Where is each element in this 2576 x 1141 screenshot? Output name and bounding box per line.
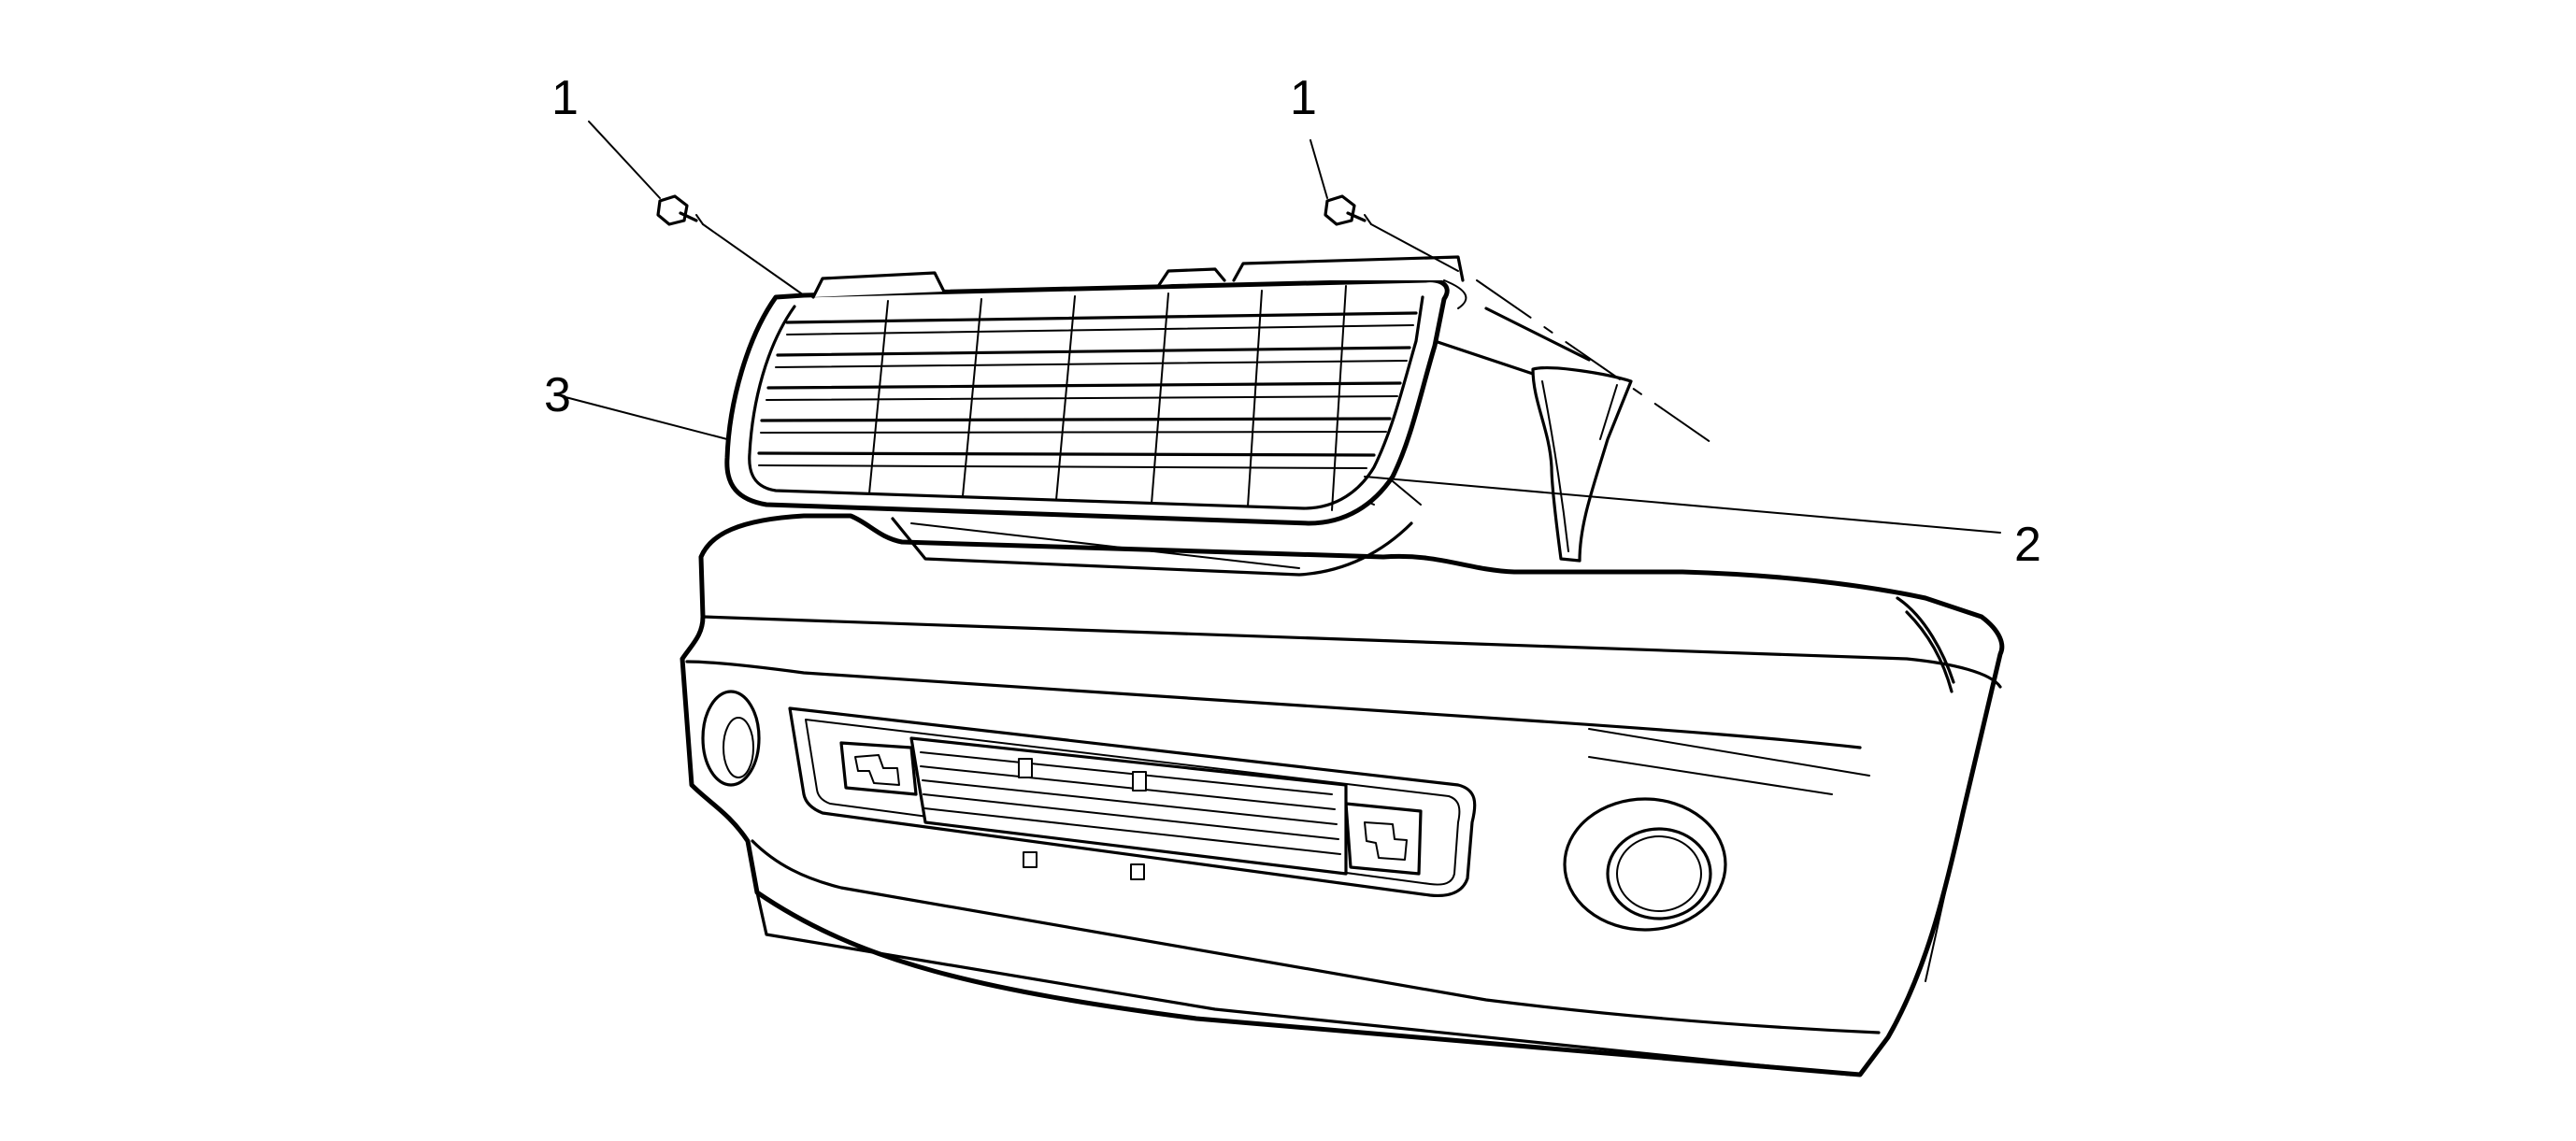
callout-1-right: 1 [1290,71,1317,125]
fastener-right [1324,194,1372,226]
radiator-grille [724,255,1467,526]
front-bumper-fascia [680,513,2005,1077]
callout-labels: 1 1 2 3 [544,71,2041,572]
left-fog-lamp [701,690,761,787]
callout-1-left: 1 [551,71,579,125]
lower-intake-surround [788,706,1477,898]
right-fog-lamp [1563,797,1727,932]
callout-2: 2 [2014,518,2041,572]
callout-3: 3 [544,368,571,422]
leader-lines [565,121,2001,534]
fastener-left [656,194,704,226]
